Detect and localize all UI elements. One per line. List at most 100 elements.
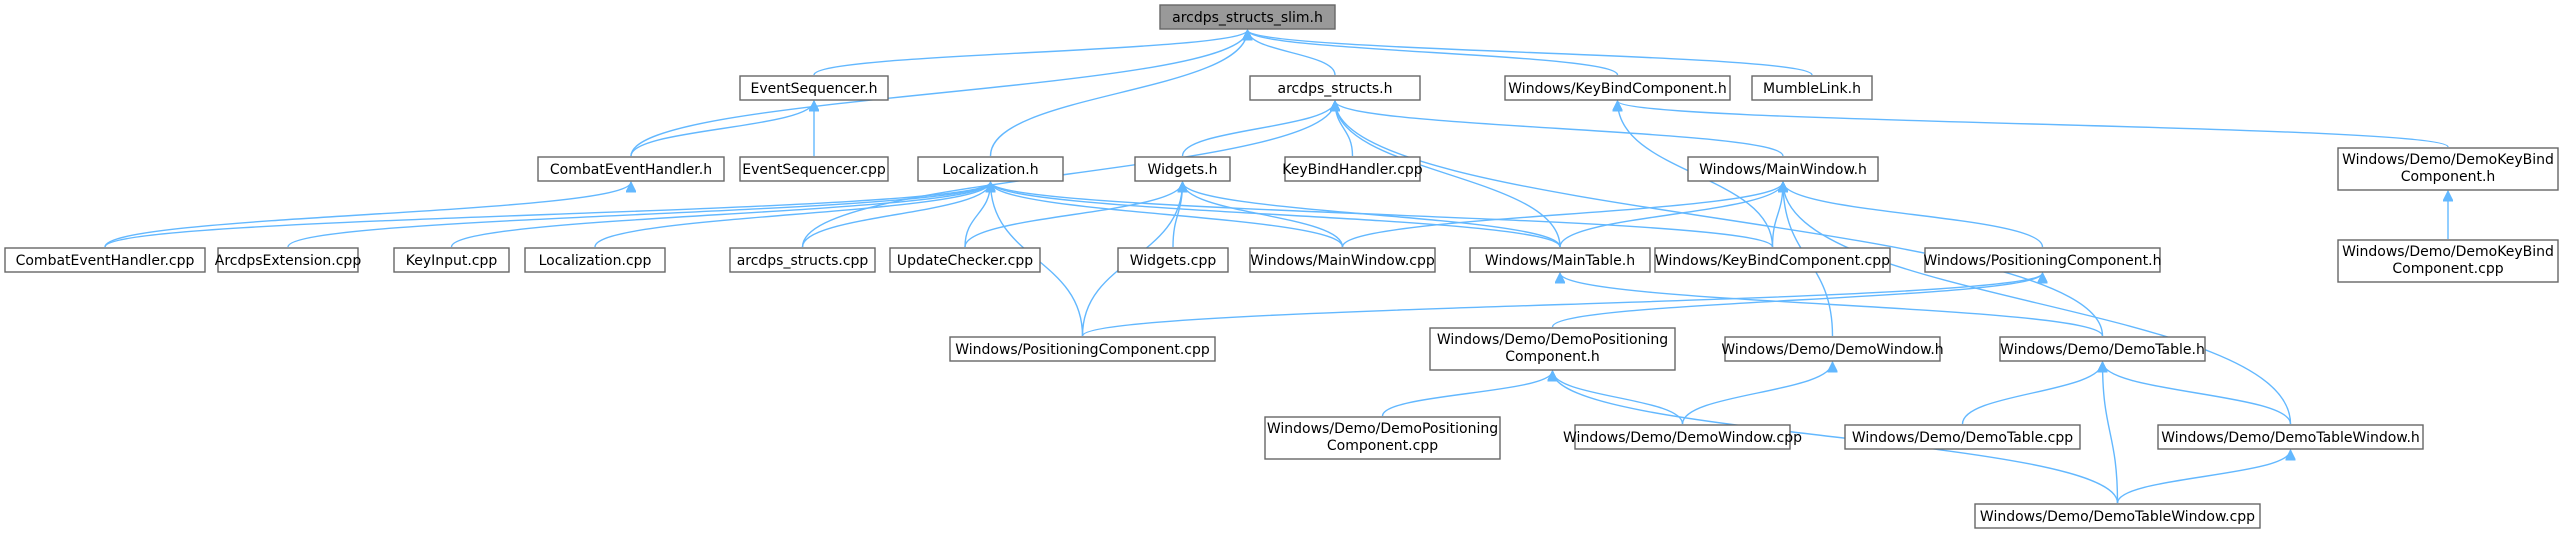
edge-n3-n11 bbox=[1618, 101, 2449, 148]
file-node-box bbox=[1504, 75, 1731, 101]
file-node-box bbox=[1574, 424, 1791, 450]
edge-n7-n13 bbox=[287, 182, 991, 248]
file-node-label: Windows/PositioningComponent.cpp bbox=[955, 342, 1210, 358]
edge-n7-n19 bbox=[991, 182, 1344, 248]
dependency-edges bbox=[104, 30, 2449, 504]
file-node-box bbox=[1654, 247, 1891, 273]
file-node[interactable]: Windows/Demo/DemoWindow.h bbox=[1721, 336, 1944, 362]
file-node-box bbox=[1974, 503, 2261, 529]
edge-n8-n19 bbox=[1183, 182, 1344, 248]
file-node-label: ArcdpsExtension.cpp bbox=[215, 253, 362, 269]
edge-n7-n12 bbox=[104, 182, 991, 248]
edge-n2-n8 bbox=[1181, 101, 1336, 157]
file-node-label: Windows/Demo/DemoWindow.cpp bbox=[1563, 430, 1802, 446]
file-node-label: arcdps_structs.h bbox=[1277, 81, 1392, 97]
edge-n27-n31 bbox=[2103, 362, 2292, 425]
file-node[interactable]: Windows/KeyBindComponent.h bbox=[1504, 75, 1731, 101]
file-node[interactable]: Localization.h bbox=[917, 156, 1064, 182]
file-node[interactable]: Windows/PositioningComponent.h bbox=[1924, 247, 2162, 273]
file-node[interactable]: Windows/PositioningComponent.cpp bbox=[949, 336, 1216, 362]
file-node-box bbox=[1264, 416, 1501, 460]
file-node[interactable]: Windows/Demo/DemoWindow.cpp bbox=[1563, 424, 1802, 450]
file-node-label: Component.cpp bbox=[2392, 261, 2503, 277]
edge-n7-n16 bbox=[801, 182, 991, 248]
file-node[interactable]: Windows/KeyBindComponent.cpp bbox=[1654, 247, 1891, 273]
file-node-box bbox=[2337, 239, 2559, 283]
file-node[interactable]: Windows/Demo/DemoTableWindow.cpp bbox=[1974, 503, 2261, 529]
file-node[interactable]: UpdateChecker.cpp bbox=[889, 247, 1041, 273]
edge-n0-n1 bbox=[813, 30, 1248, 76]
edge-n7-n15 bbox=[594, 182, 991, 248]
file-node[interactable]: KeyBindHandler.cpp bbox=[1282, 156, 1423, 182]
file-node-label: Component.cpp bbox=[1327, 438, 1438, 454]
file-node[interactable]: Widgets.h bbox=[1134, 156, 1231, 182]
file-node[interactable]: Widgets.cpp bbox=[1117, 247, 1229, 273]
edge-n8-n17 bbox=[964, 182, 1183, 248]
file-node-box bbox=[1159, 4, 1336, 30]
file-node-label: Windows/Demo/DemoWindow.h bbox=[1721, 342, 1943, 358]
file-node[interactable]: CombatEventHandler.h bbox=[537, 156, 725, 182]
file-node-label: Windows/Demo/DemoKeyBind bbox=[2342, 244, 2554, 260]
file-node-label: Windows/Demo/DemoKeyBind bbox=[2342, 152, 2554, 168]
file-node-box bbox=[1429, 327, 1676, 371]
file-node[interactable]: Windows/MainTable.h bbox=[1469, 247, 1651, 273]
file-node-box bbox=[1249, 247, 1436, 273]
edge-n2-n16 bbox=[801, 101, 1336, 248]
file-node-box bbox=[4, 247, 206, 273]
edge-n7-n14 bbox=[450, 182, 991, 248]
root-file-node[interactable]: arcdps_structs_slim.h bbox=[1159, 4, 1336, 30]
file-node-label: KeyInput.cpp bbox=[406, 253, 498, 269]
file-node[interactable]: Windows/Demo/DemoTableWindow.h bbox=[2157, 424, 2424, 450]
file-node-box bbox=[1751, 75, 1873, 101]
file-node-label: UpdateChecker.cpp bbox=[897, 253, 1033, 269]
file-node[interactable]: Localization.cpp bbox=[524, 247, 666, 273]
edge-n31-n32 bbox=[2116, 450, 2291, 504]
file-node-label: Windows/Demo/DemoPositioning bbox=[1267, 421, 1498, 437]
file-node-box bbox=[2157, 424, 2424, 450]
edge-n0-n4 bbox=[1248, 30, 1813, 76]
file-node-label: CombatEventHandler.h bbox=[550, 162, 712, 178]
file-node[interactable]: ArcdpsExtension.cpp bbox=[215, 247, 362, 273]
file-node[interactable]: Windows/Demo/DemoPositioningComponent.cp… bbox=[1264, 416, 1501, 460]
file-node-label: KeyBindHandler.cpp bbox=[1282, 162, 1423, 178]
edge-n0-n5 bbox=[630, 30, 1248, 157]
edge-n25-n28 bbox=[1381, 371, 1553, 417]
file-node-box bbox=[1469, 247, 1651, 273]
file-node-label: Windows/Demo/DemoTable.h bbox=[2000, 342, 2205, 358]
file-node[interactable]: CombatEventHandler.cpp bbox=[4, 247, 206, 273]
file-node[interactable]: Windows/Demo/DemoTable.cpp bbox=[1844, 424, 2081, 450]
file-node[interactable]: arcdps_structs.cpp bbox=[729, 247, 876, 273]
file-node-label: Windows/Demo/DemoTable.cpp bbox=[1852, 430, 2073, 446]
file-node[interactable]: Windows/Demo/DemoTable.h bbox=[1999, 336, 2206, 362]
file-node-label: Component.h bbox=[2401, 169, 2496, 185]
file-node-label: Windows/PositioningComponent.h bbox=[1924, 253, 2162, 269]
edge-n0-n3 bbox=[1248, 30, 1619, 76]
file-node-box bbox=[1724, 336, 1941, 362]
edge-n10-n20 bbox=[1559, 182, 1783, 248]
file-node-label: Windows/Demo/DemoPositioning bbox=[1437, 332, 1668, 348]
edge-n25-n29 bbox=[1553, 371, 1684, 425]
edge-n27-n30 bbox=[1961, 362, 2103, 425]
file-node-label: Windows/Demo/DemoTableWindow.cpp bbox=[1980, 509, 2255, 525]
file-node-label: Localization.h bbox=[942, 162, 1038, 178]
file-node[interactable]: MumbleLink.h bbox=[1751, 75, 1873, 101]
edge-n5-n12 bbox=[104, 182, 631, 248]
file-node[interactable]: Windows/MainWindow.h bbox=[1687, 156, 1879, 182]
file-node[interactable]: EventSequencer.h bbox=[739, 75, 889, 101]
edge-n27-n32 bbox=[2103, 362, 2119, 504]
file-node[interactable]: EventSequencer.cpp bbox=[739, 156, 889, 182]
edge-n2-n10 bbox=[1335, 101, 1784, 157]
file-node-label: Windows/MainTable.h bbox=[1485, 253, 1635, 269]
edge-n0-n7 bbox=[989, 30, 1248, 157]
edge-n7-n20 bbox=[991, 182, 1561, 248]
file-node[interactable]: Windows/MainWindow.cpp bbox=[1249, 247, 1436, 273]
file-node-box bbox=[393, 247, 510, 273]
file-node[interactable]: KeyInput.cpp bbox=[393, 247, 510, 273]
file-node[interactable]: arcdps_structs.h bbox=[1249, 75, 1421, 101]
file-node-box bbox=[949, 336, 1216, 362]
edge-n25-n32 bbox=[1553, 371, 2119, 504]
